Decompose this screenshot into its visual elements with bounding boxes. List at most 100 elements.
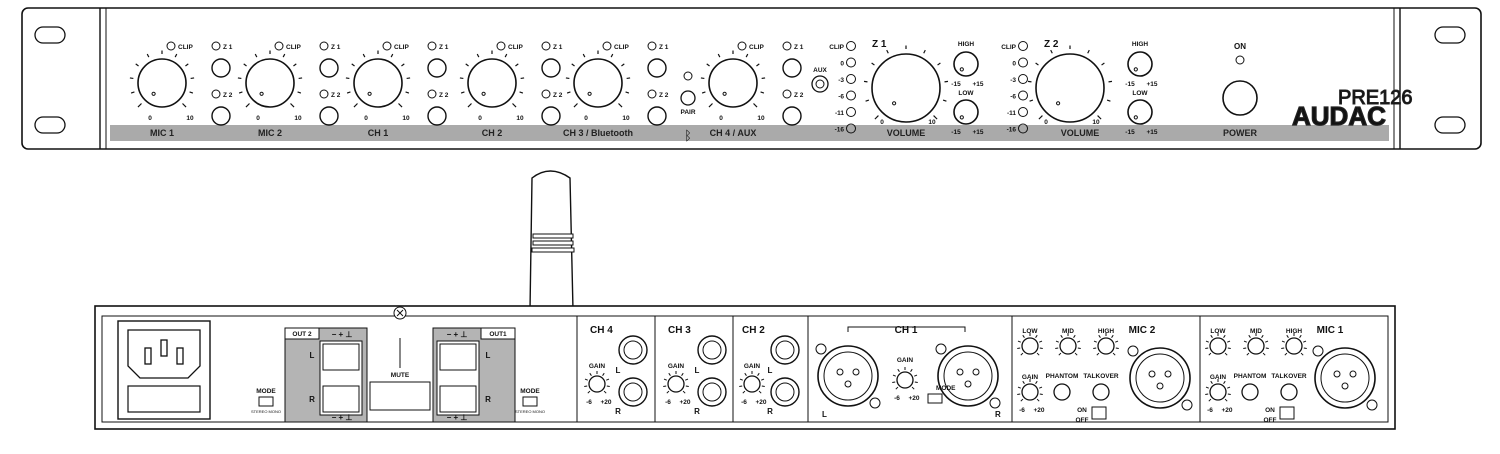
mic2-low-knob-tick <box>1035 334 1038 338</box>
ch2-z2-button[interactable] <box>541 106 561 126</box>
z2-high-knob[interactable] <box>1127 51 1153 77</box>
ch2-z2-led <box>541 89 551 99</box>
ch4-z2-button[interactable] <box>782 106 802 126</box>
mic1-low-knob[interactable] <box>1209 337 1227 355</box>
z2-high-knob-pointer <box>1133 67 1138 72</box>
z1-meter-label: -3 <box>838 77 844 84</box>
mic2-mid-knob-tick <box>1055 340 1059 343</box>
z2-low-knob[interactable] <box>1127 99 1153 125</box>
mic1-low-knob-tick <box>1227 347 1231 350</box>
mic2-level-knob[interactable] <box>245 58 295 108</box>
mic2-z1-button[interactable] <box>319 58 339 78</box>
mic1-xlr[interactable] <box>1314 347 1376 409</box>
z2-meter-label: 0 <box>1012 61 1016 68</box>
ch4-rca-r[interactable] <box>618 377 648 407</box>
z1-volume-knob-tick <box>944 80 949 83</box>
power-button[interactable] <box>1222 80 1258 116</box>
ch4-z1-button[interactable] <box>782 58 802 78</box>
mic2-level-knob-tick <box>293 63 297 67</box>
ch2-gain-knob[interactable] <box>743 375 761 393</box>
mic2-gain-knob[interactable] <box>1021 383 1039 401</box>
ch3-z1-button[interactable] <box>647 58 667 78</box>
ch1-gain-knob[interactable] <box>896 371 914 389</box>
mic1-talkover-button[interactable] <box>1280 383 1298 401</box>
mic2-xlr[interactable] <box>1129 347 1191 409</box>
mic1-mid-knob-tick <box>1246 352 1250 356</box>
mode-opts-left: STEREO MONO <box>251 409 281 414</box>
pair-button[interactable] <box>680 90 696 106</box>
z2-high-label: HIGH <box>1132 41 1149 48</box>
ch3-rca-r[interactable] <box>697 377 727 407</box>
z1-meter-led <box>846 123 856 134</box>
mic1-level-knob[interactable] <box>137 58 187 108</box>
out1-terminal-l[interactable] <box>439 343 477 371</box>
mic2-talkover-button[interactable] <box>1092 383 1110 401</box>
mic1-z1-button[interactable] <box>211 58 231 78</box>
ch1-z1-button[interactable] <box>427 58 447 78</box>
mic1-z1-led <box>211 41 221 51</box>
mic2-max-label: 10 <box>294 115 302 122</box>
mic2-gain-knob-max: +20 <box>1033 407 1044 414</box>
z1-meter-led <box>846 57 856 68</box>
mic2-high-knob[interactable] <box>1097 337 1115 355</box>
ch4-gain-knob-tick <box>587 390 591 394</box>
ch1-level-knob-pointer <box>367 91 372 96</box>
mic1-phantom-button[interactable] <box>1241 383 1259 401</box>
mic2-xlr-pin <box>1164 370 1172 378</box>
ch3-z2-button[interactable] <box>647 106 667 126</box>
mute-connector[interactable] <box>369 381 431 411</box>
out2-terminal-r[interactable] <box>322 385 360 413</box>
mic1-gain-knob-tick <box>1205 393 1209 396</box>
ch1-z2-button[interactable] <box>427 106 447 126</box>
z1-meter-led <box>846 107 856 117</box>
mode-switch-right[interactable] <box>522 396 538 407</box>
mic2-mid-knob-tick <box>1058 352 1062 356</box>
mic2-high-knob-tick <box>1096 352 1100 356</box>
mic1-gain-knob[interactable] <box>1209 383 1227 401</box>
ch2-z1-button[interactable] <box>541 58 561 78</box>
mic1-high-knob[interactable] <box>1285 337 1303 355</box>
mic2-level-knob-tick <box>282 53 286 58</box>
ch3-level-knob-tick <box>582 53 586 58</box>
ch3-rca-l[interactable] <box>697 335 727 365</box>
ch1-level-knob[interactable] <box>353 58 403 108</box>
rear-ch3-label: CH 3 <box>668 325 691 336</box>
model-name: PRE126 <box>1338 87 1413 109</box>
z2-volume-knob[interactable] <box>1035 53 1105 123</box>
z1-volume-knob[interactable] <box>871 53 941 123</box>
mode-switch-left[interactable] <box>258 396 274 407</box>
out1-terminal-r[interactable] <box>439 385 477 413</box>
out2-terminal-l[interactable] <box>322 343 360 371</box>
z1-high-knob[interactable] <box>953 51 979 77</box>
mic1-z2-button[interactable] <box>211 106 231 126</box>
mic1-mid-knob[interactable] <box>1247 337 1265 355</box>
pair-led <box>683 71 693 81</box>
ch1-mode-switch[interactable] <box>927 393 943 404</box>
ch4-level-knob[interactable] <box>708 58 758 108</box>
ch4-gain-knob[interactable] <box>588 375 606 393</box>
z2-low-min: -15 <box>1125 129 1135 136</box>
ch2-rca-l[interactable] <box>770 335 800 365</box>
aux-jack[interactable] <box>811 75 829 93</box>
ch1-min-label: 0 <box>364 115 368 122</box>
mic2-z2-button[interactable] <box>319 106 339 126</box>
mic2-switch[interactable] <box>1091 406 1107 420</box>
ch2-rca-r[interactable] <box>770 377 800 407</box>
ch2-level-knob[interactable] <box>467 58 517 108</box>
ch1-xlr-l[interactable] <box>817 345 879 407</box>
mic1-switch[interactable] <box>1279 406 1295 420</box>
output2-block: OUT 2 − + ⊥ L R − + ⊥ <box>284 327 368 423</box>
mic1-low-knob-tick <box>1223 334 1226 338</box>
z2-meter-led <box>1018 90 1028 101</box>
ch1-xlr-r[interactable] <box>937 345 999 407</box>
mic2-mid-knob[interactable] <box>1059 337 1077 355</box>
ch4-max-label: 10 <box>757 115 765 122</box>
z1-low-knob[interactable] <box>953 99 979 125</box>
mic2-phantom-button[interactable] <box>1053 383 1071 401</box>
ch3-level-knob[interactable] <box>573 58 623 108</box>
ch2-level-knob-tick <box>520 77 525 80</box>
mic2-low-knob[interactable] <box>1021 337 1039 355</box>
ch4-rca-l[interactable] <box>618 335 648 365</box>
ch3-gain-knob[interactable] <box>667 375 685 393</box>
mic1-high-knob-tick <box>1281 340 1285 343</box>
